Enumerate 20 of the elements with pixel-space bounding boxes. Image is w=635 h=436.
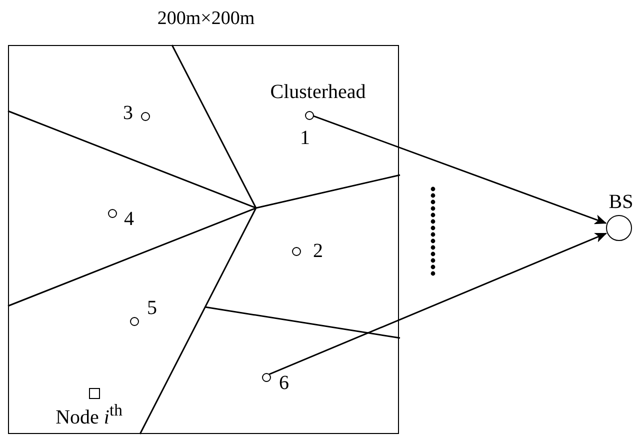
node-label: BS bbox=[608, 192, 634, 212]
node-label: 5 bbox=[147, 298, 157, 318]
arrow bbox=[312, 114, 607, 224]
sensor-node bbox=[140, 112, 150, 120]
node-square bbox=[88, 388, 100, 398]
sensor-node bbox=[292, 246, 300, 256]
base-station-circle bbox=[606, 215, 632, 241]
sensor-node bbox=[262, 372, 270, 382]
sensor-node bbox=[304, 110, 314, 120]
node-label: Node i$^{th}$ bbox=[56, 402, 122, 428]
node-label: 3 bbox=[123, 103, 133, 123]
field-size-label: 200m×200m bbox=[156, 8, 256, 30]
sensor-node bbox=[130, 316, 138, 326]
node-label: 2 bbox=[313, 241, 323, 261]
node-label: 4 bbox=[124, 209, 134, 229]
node-label: 1 bbox=[300, 128, 310, 148]
node-label: 6 bbox=[279, 373, 289, 393]
sensor-node bbox=[108, 208, 116, 218]
node-label: Clusterhead bbox=[270, 82, 366, 102]
arrow bbox=[268, 232, 607, 375]
